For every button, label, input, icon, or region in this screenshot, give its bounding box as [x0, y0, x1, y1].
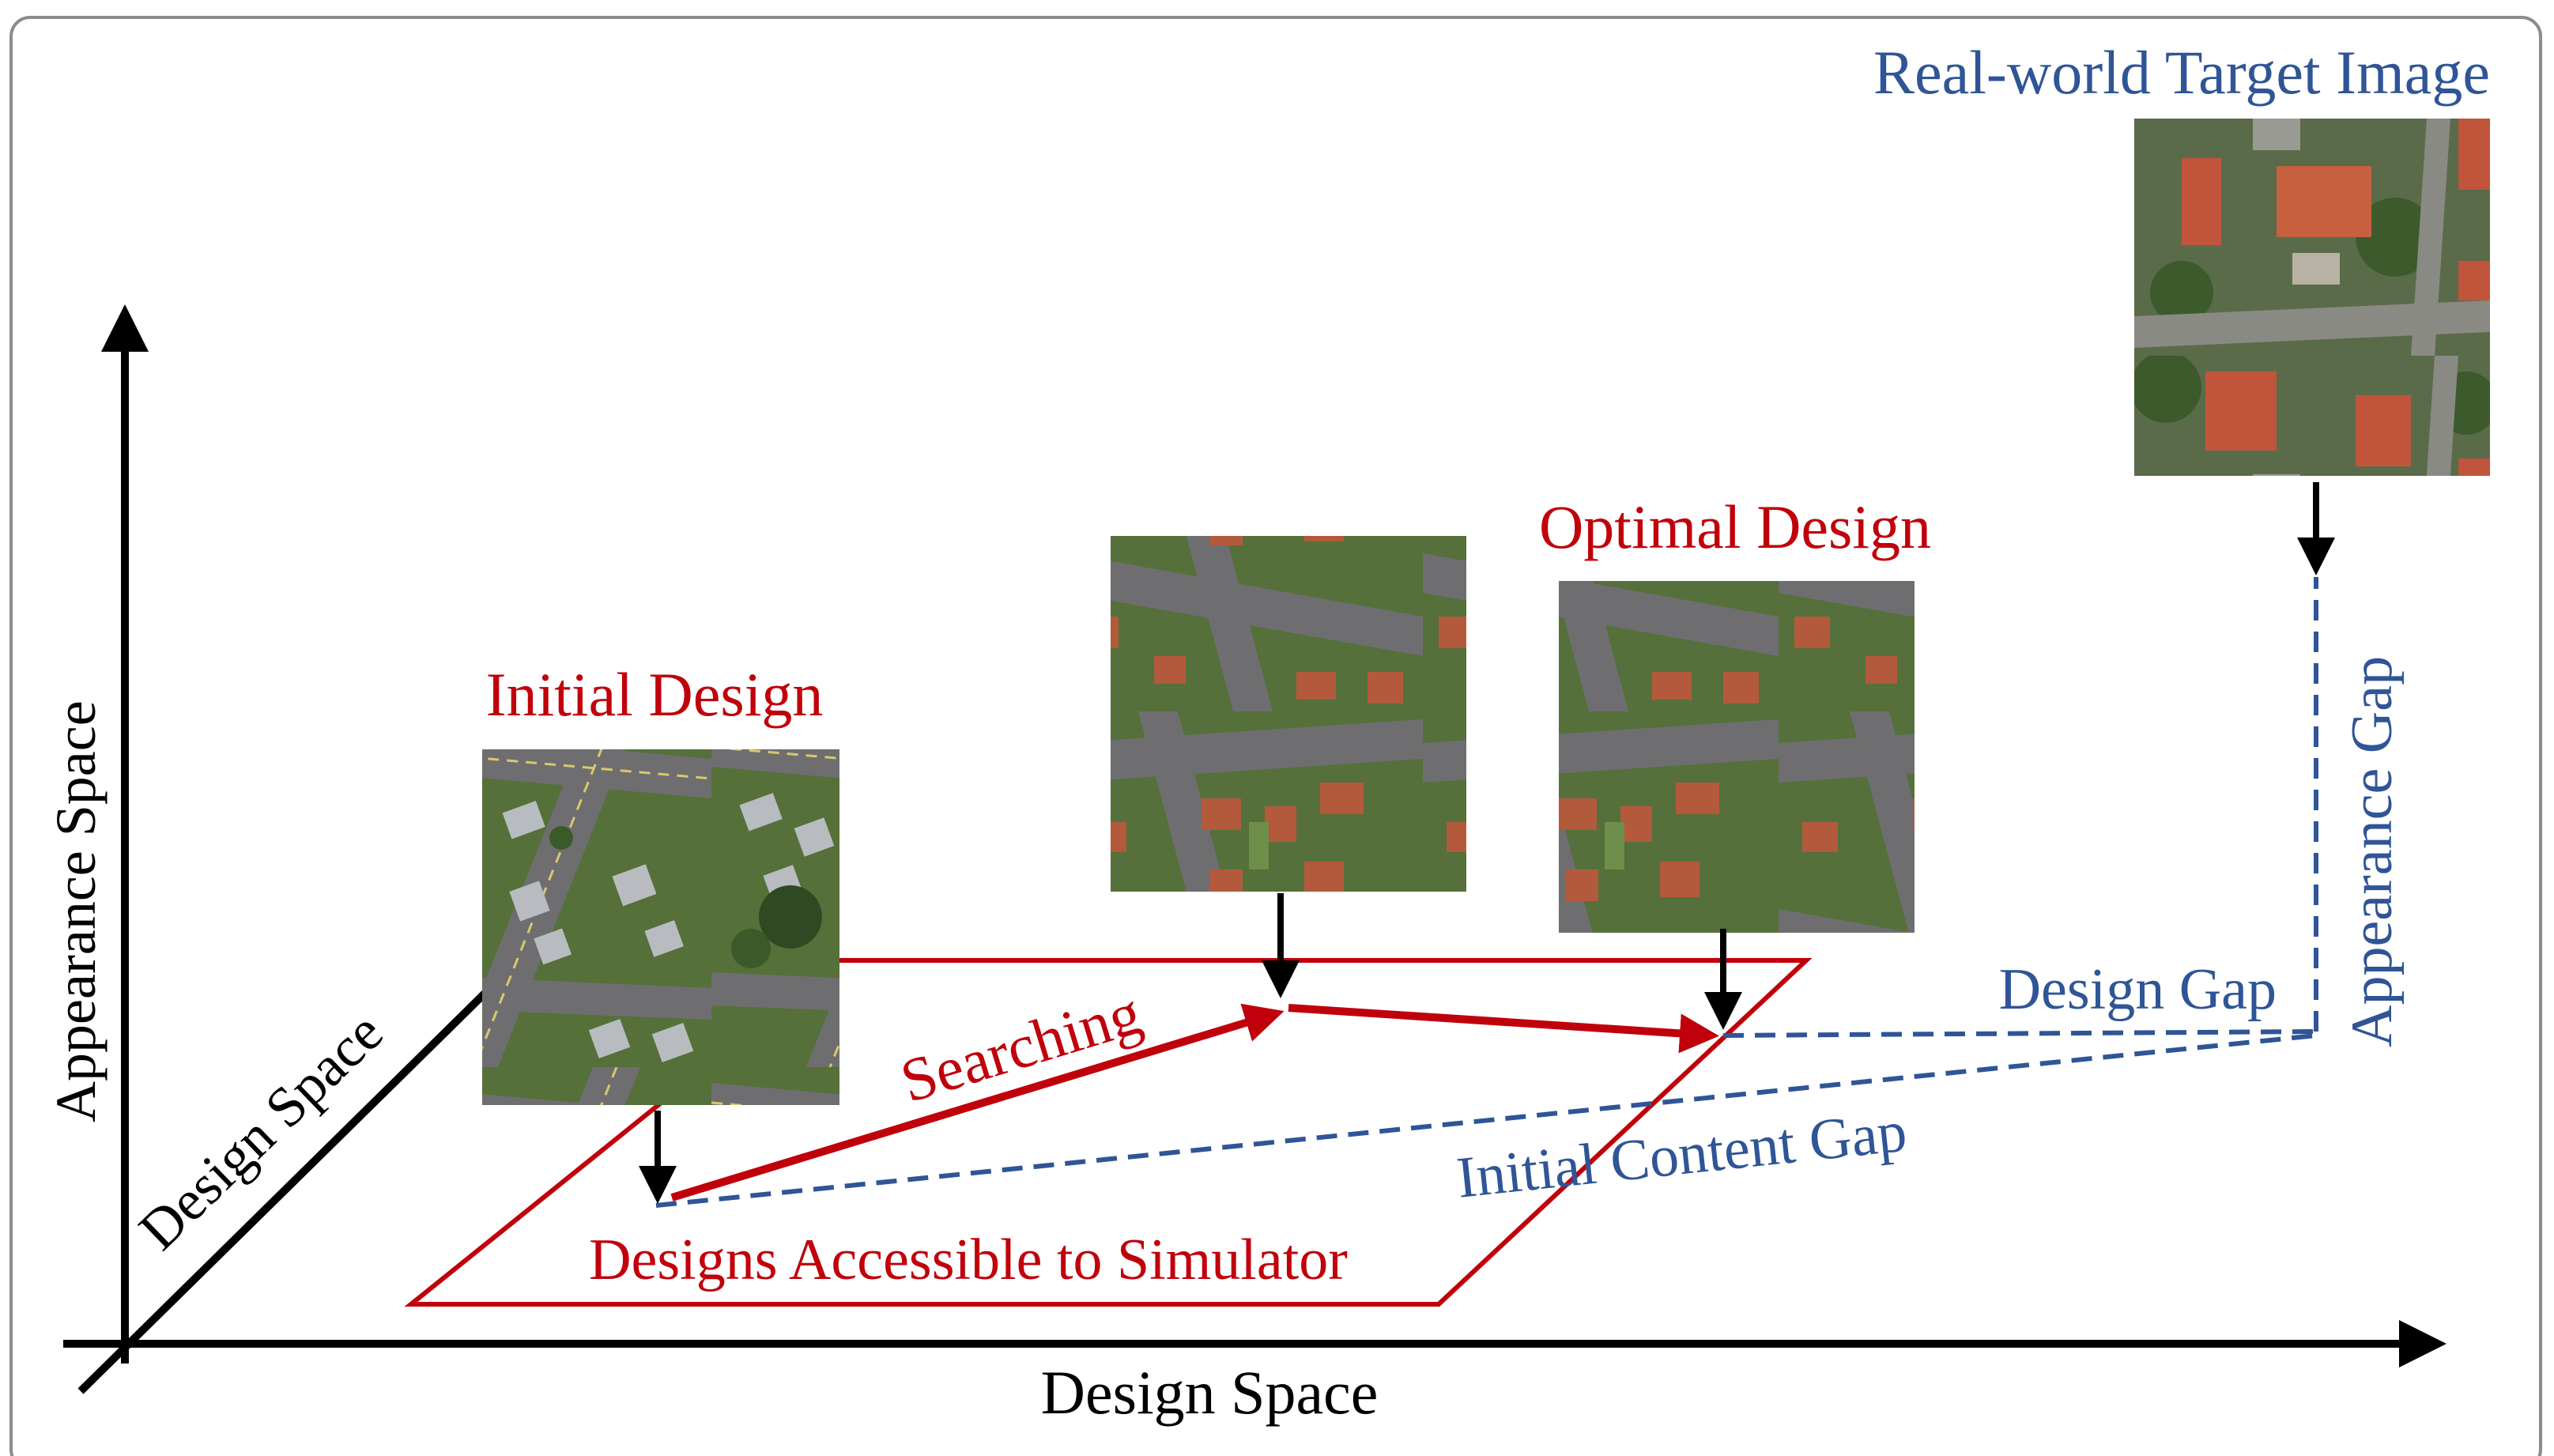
target-image	[2134, 119, 2490, 476]
gap-lines	[655, 577, 2318, 1208]
search-arrow-1	[670, 1003, 1285, 1201]
search-arrow-2	[1288, 1004, 1719, 1054]
depth-axis-label: Design Space	[127, 1000, 395, 1262]
target-image-label: Real-world Target Image	[1873, 38, 2490, 107]
appearance-gap-label: Appearance Gap	[2340, 656, 2405, 1047]
axes	[63, 304, 2446, 1394]
drop-arrows	[639, 482, 2335, 1204]
search-arrows	[670, 1003, 1719, 1201]
optimal-design-image	[1559, 581, 1915, 933]
outer-frame	[9, 16, 2542, 1456]
x-axis-label: Design Space	[1041, 1358, 1379, 1427]
design-gap-label: Design Gap	[1999, 957, 2277, 1022]
design-gap-line	[1722, 1029, 2317, 1038]
initial-design-image	[482, 749, 839, 1105]
initial-design-label: Initial Design	[486, 660, 824, 729]
optimal-design-label: Optimal Design	[1539, 492, 1931, 561]
y-axis-label: Appearance Space	[44, 700, 108, 1122]
depth-axis	[77, 989, 489, 1394]
middle-design-image	[1111, 536, 1466, 892]
content-gap-line	[655, 1033, 2317, 1208]
accessible-label: Designs Accessible to Simulator	[589, 1228, 1348, 1292]
